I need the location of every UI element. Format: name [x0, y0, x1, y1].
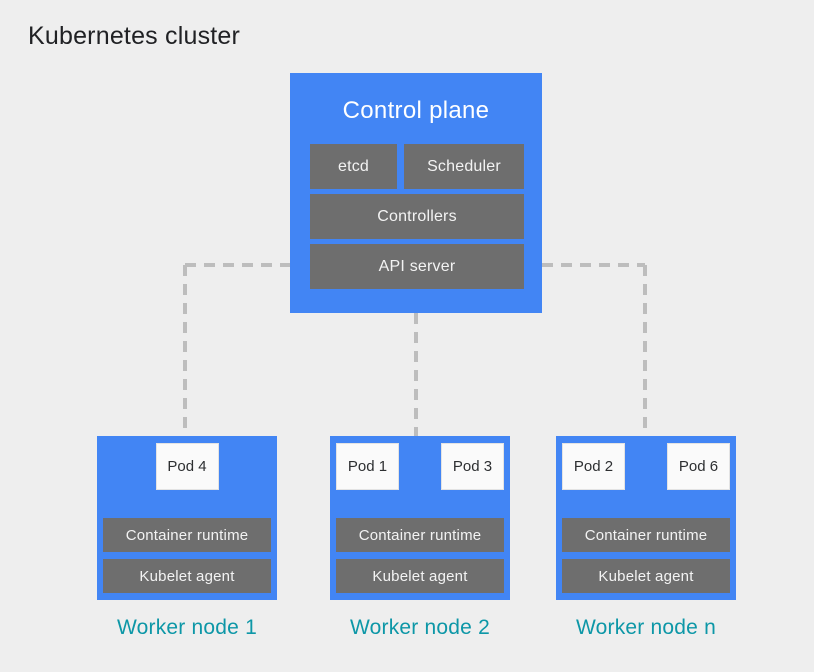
- container-runtime-box: Container runtime: [336, 518, 504, 552]
- connector-left-vertical: [183, 265, 187, 436]
- pod-box: Pod 3: [441, 443, 504, 490]
- worker-node-n-box: Pod 2 Pod 6 Container runtime Kubelet ag…: [556, 436, 736, 600]
- worker-node-n-label: Worker node n: [576, 616, 716, 639]
- api-server-box: API server: [310, 244, 524, 289]
- connector-left-horizontal: [185, 263, 310, 267]
- controllers-box: Controllers: [310, 194, 524, 239]
- worker-node-n-pods-row: Pod 2 Pod 6: [562, 443, 730, 492]
- worker-node-1-pods-row: Pod 4: [103, 443, 271, 492]
- connector-right-horizontal: [523, 263, 645, 267]
- scheduler-box: Scheduler: [404, 144, 524, 189]
- container-runtime-box: Container runtime: [562, 518, 730, 552]
- kubelet-agent-box: Kubelet agent: [103, 559, 271, 593]
- pod-box: Pod 6: [667, 443, 730, 490]
- pod-box: Pod 4: [155, 443, 219, 490]
- worker-node-2-box: Pod 1 Pod 3 Container runtime Kubelet ag…: [330, 436, 510, 600]
- kubelet-agent-box: Kubelet agent: [562, 559, 730, 593]
- worker-node-2-pods-row: Pod 1 Pod 3: [336, 443, 504, 492]
- connector-center-vertical: [414, 313, 418, 436]
- worker-node-2-label: Worker node 2: [350, 616, 490, 639]
- container-runtime-box: Container runtime: [103, 518, 271, 552]
- kubelet-agent-box: Kubelet agent: [336, 559, 504, 593]
- control-plane-box: Control plane etcd Scheduler Controllers…: [290, 73, 542, 313]
- pod-box: Pod 2: [562, 443, 625, 490]
- worker-node-1-label: Worker node 1: [117, 616, 257, 639]
- diagram-title: Kubernetes cluster: [28, 22, 241, 50]
- connector-right-vertical: [643, 265, 647, 436]
- pod-box: Pod 1: [336, 443, 399, 490]
- worker-node-1-box: Pod 4 Container runtime Kubelet agent: [97, 436, 277, 600]
- etcd-box: etcd: [310, 144, 397, 189]
- control-plane-title: Control plane: [342, 97, 490, 124]
